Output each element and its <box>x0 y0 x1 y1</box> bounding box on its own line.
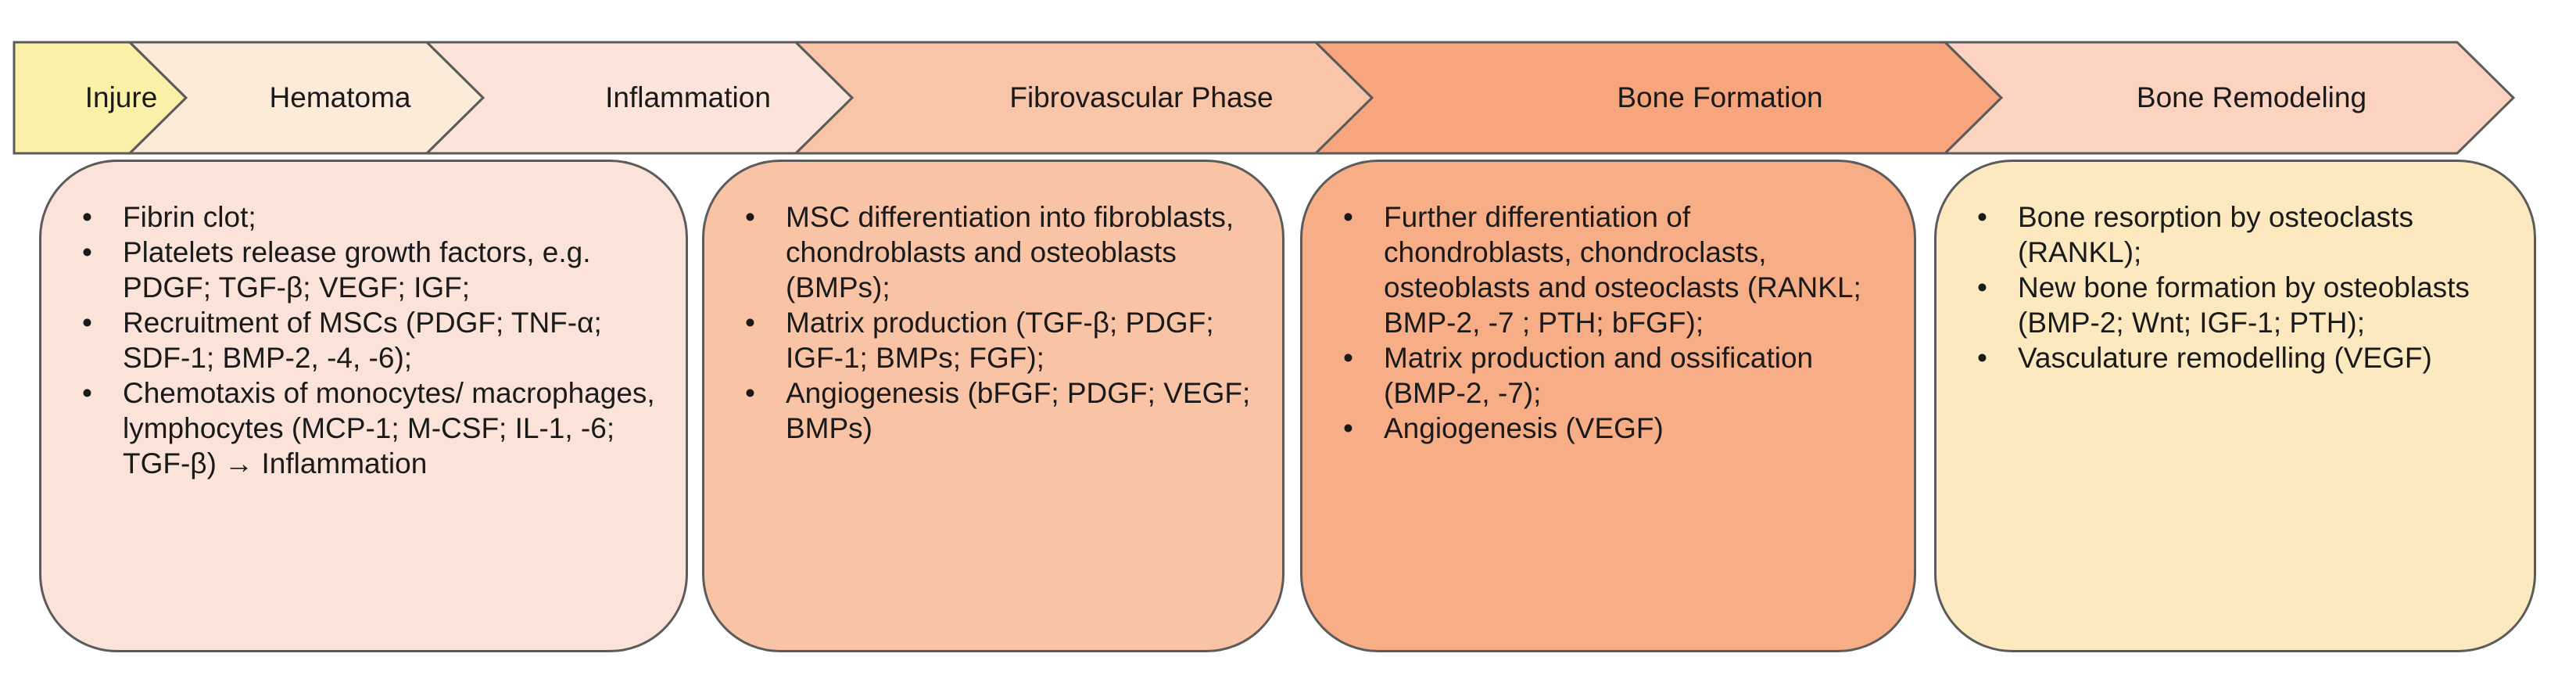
list-item: New bone formation by osteoblasts (BMP-2… <box>1971 270 2506 340</box>
hematoma-inflammation-list: Fibrin clot; Platelets release growth fa… <box>76 199 657 481</box>
list-item: Chemotaxis of monocytes/ macrophages, ly… <box>76 375 657 481</box>
stage-label-hematoma: Hematoma <box>270 81 411 113</box>
list-item: MSC differentiation into fibroblasts, ch… <box>739 199 1254 305</box>
stage-label-fibrovascular-phase: Fibrovascular Phase <box>1009 81 1273 113</box>
list-item: Angiogenesis (bFGF; PDGF; VEGF; BMPs) <box>739 375 1254 446</box>
bone-formation-list: Further differentiation of chondroblasts… <box>1337 199 1886 446</box>
list-item: Angiogenesis (VEGF) <box>1337 411 1886 446</box>
fibrovascular-phase-box: MSC differentiation into fibroblasts, ch… <box>702 160 1284 652</box>
list-item: Bone resorption by osteoclasts (RANKL); <box>1971 199 2506 270</box>
stage-label-injure: Injure <box>85 81 158 113</box>
hematoma-inflammation-box: Fibrin clot; Platelets release growth fa… <box>39 160 688 652</box>
list-item: Vasculature remodelling (VEGF) <box>1971 340 2506 375</box>
stage-label-inflammation: Inflammation <box>605 81 771 113</box>
list-item: Matrix production and ossification (BMP-… <box>1337 340 1886 411</box>
stage-chevron-bone-remodeling <box>1942 41 2516 155</box>
fibrovascular-phase-list: MSC differentiation into fibroblasts, ch… <box>739 199 1254 446</box>
list-item: Recruitment of MSCs (PDGF; TNF-α; SDF-1;… <box>76 305 657 375</box>
list-item: Fibrin clot; <box>76 199 657 235</box>
list-item: Further differentiation of chondroblasts… <box>1337 199 1886 340</box>
bone-formation-box: Further differentiation of chondroblasts… <box>1300 160 1916 652</box>
bone-remodeling-list: Bone resorption by osteoclasts (RANKL); … <box>1971 199 2506 375</box>
bone-remodeling-box: Bone resorption by osteoclasts (RANKL); … <box>1934 160 2536 652</box>
list-item: Matrix production (TGF-β; PDGF; IGF-1; B… <box>739 305 1254 375</box>
list-item: Platelets release growth factors, e.g. P… <box>76 235 657 305</box>
stage-label-bone-formation: Bone Formation <box>1617 81 1822 113</box>
stage-label-bone-remodeling: Bone Remodeling <box>2137 81 2366 113</box>
